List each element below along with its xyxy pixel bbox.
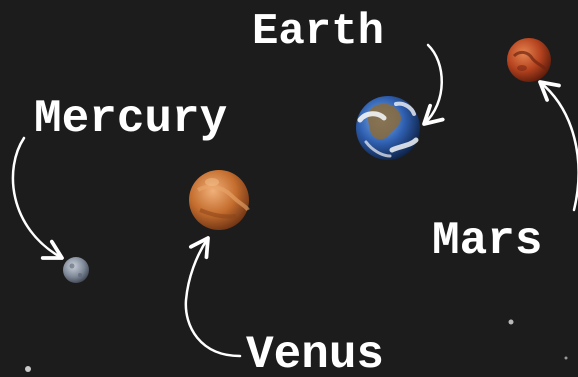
- star: [565, 357, 568, 360]
- mercury-planet: [63, 257, 89, 283]
- arrow-venus: [186, 238, 240, 356]
- earth-planet: [356, 96, 420, 160]
- star: [509, 320, 514, 325]
- label-mercury: Mercury: [34, 96, 227, 142]
- arrow-mars: [540, 82, 578, 210]
- label-venus: Venus: [246, 332, 384, 377]
- arrow-earth: [424, 45, 442, 124]
- arrow-mercury: [13, 138, 62, 258]
- star: [25, 366, 31, 372]
- mars-planet: [507, 38, 551, 82]
- venus-planet: [189, 170, 249, 230]
- label-earth: Earth: [252, 10, 384, 54]
- label-mars: Mars: [432, 218, 542, 264]
